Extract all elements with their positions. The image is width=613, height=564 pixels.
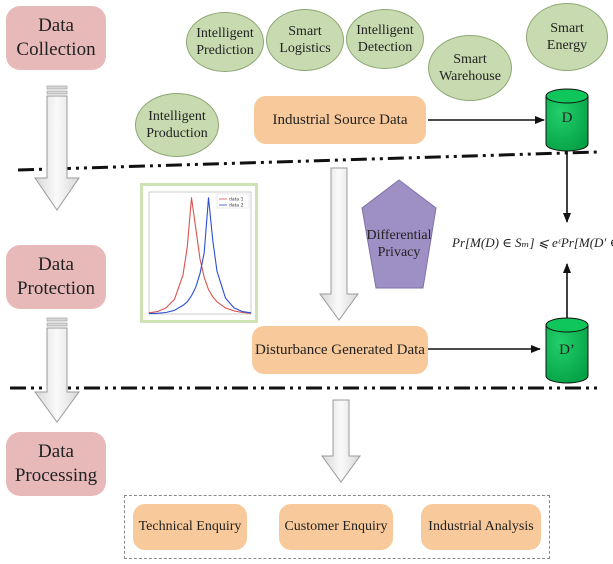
database-d-prime-cylinder xyxy=(545,317,589,384)
chart-legend-box xyxy=(216,193,250,209)
stage-arrow-collection-to-protection xyxy=(34,85,80,211)
disturbance-generated-data-box: Disturbance Generated Data xyxy=(252,326,428,374)
stage-data-protection: Data Protection xyxy=(6,245,106,309)
industrial-analysis-box: Industrial Analysis xyxy=(421,504,541,550)
app-smart-energy: Smart Energy xyxy=(526,3,608,71)
database-d-label: D xyxy=(561,109,573,126)
separator-line-top xyxy=(17,150,599,172)
technical-enquiry-box: Technical Enquiry xyxy=(133,504,247,550)
flow-arrow-source-to-disturbance xyxy=(319,167,359,321)
chart-series-line-2 xyxy=(148,197,252,315)
stage-data-processing: Data Processing xyxy=(6,432,106,496)
app-intelligent-prediction: Intelligent Prediction xyxy=(186,12,264,72)
chart-axes-frame xyxy=(148,191,252,315)
stage-arrow-protection-to-processing xyxy=(34,317,80,423)
flow-arrow-disturbance-to-outputs xyxy=(321,399,361,483)
industrial-source-data-box: Industrial Source Data xyxy=(254,96,426,144)
chart-legend-label-2: data 2 xyxy=(229,203,244,209)
database-d-cylinder xyxy=(545,88,589,152)
chart-legend-label-1: data 1 xyxy=(229,197,244,203)
app-smart-warehouse: Smart Warehouse xyxy=(428,35,512,101)
app-smart-logistics: Smart Logistics xyxy=(266,9,344,71)
outputs-group: Technical Enquiry Customer Enquiry Indus… xyxy=(124,495,550,559)
app-intelligent-production: Intelligent Production xyxy=(135,93,219,157)
differential-privacy-pentagon xyxy=(361,179,437,289)
app-intelligent-detection: Intelligent Detection xyxy=(346,9,424,69)
chart-series-line-1 xyxy=(148,197,252,314)
differential-privacy-formula: Pr[M(D) ∈ Sₘ] ⩽ eᵋPr[M(D′ ∈ Sₘ xyxy=(452,235,613,250)
database-d-prime-label: D’ xyxy=(559,341,575,358)
customer-enquiry-box: Customer Enquiry xyxy=(279,504,393,550)
stage-data-collection: Data Collection xyxy=(6,6,106,70)
differential-privacy-label: Differential Privacy xyxy=(366,227,432,261)
